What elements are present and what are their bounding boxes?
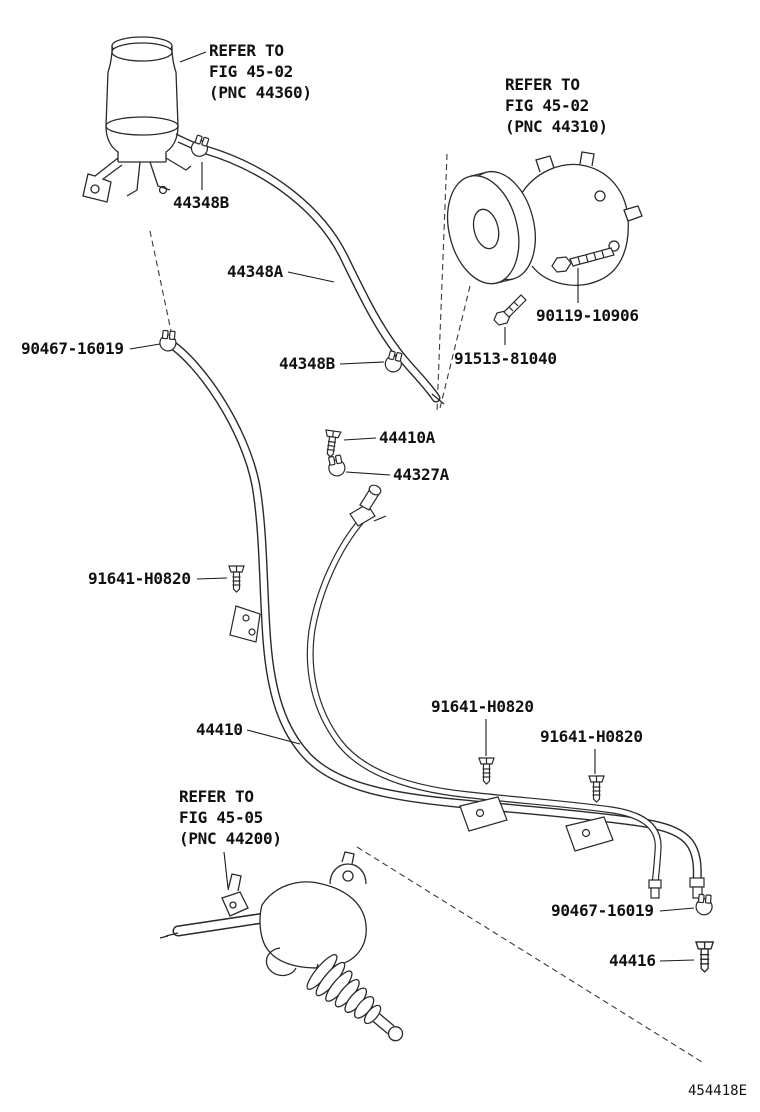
clamp-44348b-mid-icon bbox=[383, 349, 405, 375]
bolt-91641-right-icon bbox=[588, 775, 605, 803]
part-label-44410: 44410 bbox=[196, 720, 243, 739]
part-label-90467-bottom: 90467-16019 bbox=[551, 901, 654, 920]
steering-gear-drawing bbox=[159, 851, 404, 1042]
bolt-90119-drawing bbox=[551, 247, 615, 273]
pump-drawing bbox=[446, 151, 643, 286]
bolt-91641-left-icon bbox=[228, 565, 245, 593]
part-label-91641-right: 91641-H0820 bbox=[540, 727, 643, 746]
ref-note-top-left: REFER TO FIG 45-02 (PNC 44360) bbox=[209, 41, 312, 102]
part-label-91513-81040: 91513-81040 bbox=[454, 349, 557, 368]
part-label-90467-left: 90467-16019 bbox=[21, 339, 124, 358]
diagram-code: 454418E bbox=[688, 1083, 748, 1099]
part-label-90119-10906: 90119-10906 bbox=[536, 306, 639, 325]
bolt-44410a-icon bbox=[321, 429, 342, 459]
part-label-44416: 44416 bbox=[609, 951, 656, 970]
clamp-90467-left-icon bbox=[158, 329, 178, 353]
bolt-91641-mid-icon bbox=[478, 757, 495, 785]
part-label-44327a: 44327A bbox=[393, 465, 449, 484]
clamp-44327a-icon bbox=[325, 453, 347, 478]
part-label-44348b-top: 44348B bbox=[173, 193, 229, 212]
label-leader-lines bbox=[129, 51, 695, 962]
bolt-44416-icon bbox=[695, 941, 714, 973]
ref-note-top-right: REFER TO FIG 45-02 (PNC 44310) bbox=[505, 75, 608, 136]
part-label-44410a: 44410A bbox=[379, 428, 435, 447]
part-label-44348a: 44348A bbox=[227, 262, 283, 281]
ref-note-bottom-left: REFER TO FIG 45-05 (PNC 44200) bbox=[179, 787, 282, 848]
part-label-91641-mid: 91641-H0820 bbox=[431, 697, 534, 716]
tube-assembly-drawing bbox=[163, 337, 705, 899]
part-label-91641-left: 91641-H0820 bbox=[88, 569, 191, 588]
reservoir-drawing bbox=[82, 36, 207, 203]
bolt-91513-drawing bbox=[493, 294, 527, 326]
part-label-44348b-mid: 44348B bbox=[279, 354, 335, 373]
suction-hose-drawing bbox=[201, 145, 445, 405]
